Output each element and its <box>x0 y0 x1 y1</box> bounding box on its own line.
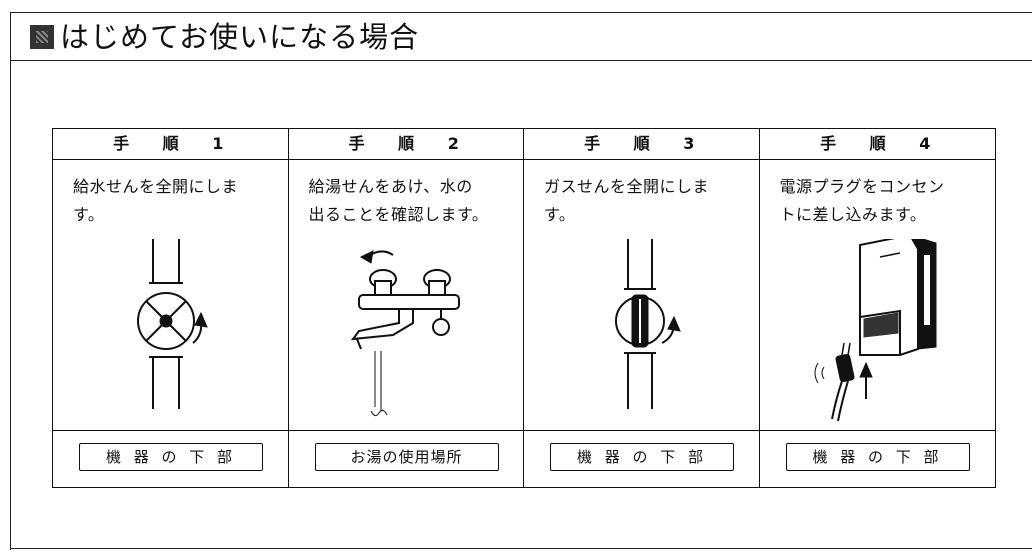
step-3-instruction: ガスせんを全開にしま す。 <box>544 173 744 229</box>
frame-left-line <box>10 12 11 550</box>
title-divider <box>10 60 1032 61</box>
step-1-header: 手 順 1 <box>53 129 288 160</box>
section-title-text: はじめてお使いになる場合 <box>60 20 420 54</box>
step-4-line-1: 電源プラグをコンセン <box>779 177 945 196</box>
step-4: 手 順 4 電源プラグをコンセン トに差し込みます。 <box>759 129 995 487</box>
water-valve-icon <box>137 239 208 409</box>
step-3: 手 順 3 ガスせんを全開にしま す。 <box>524 129 760 487</box>
gas-valve-icon <box>615 239 681 409</box>
step-1-footer: 機 器 の 下 部 <box>53 430 288 487</box>
step-4-location-label: 機 器 の 下 部 <box>785 443 970 471</box>
step-2-footer: お湯の使用場所 <box>288 430 523 487</box>
step-4-instruction: 電源プラグをコンセン トに差し込みます。 <box>780 173 980 229</box>
step-1-instruction: 給水せんを全開にしま す。 <box>73 173 273 229</box>
step-3-location-label: 機 器 の 下 部 <box>550 443 734 471</box>
step-3-line-2: す。 <box>544 205 576 224</box>
step-3-footer: 機 器 の 下 部 <box>524 430 759 487</box>
power-plug-outlet-icon <box>814 239 936 422</box>
step-1-line-1: 給水せんを全開にしま <box>73 177 239 196</box>
step-1-line-2: す。 <box>73 205 105 224</box>
step-4-line-2: トに差し込みます。 <box>779 205 927 224</box>
step-1-location-label: 機 器 の 下 部 <box>79 443 263 471</box>
step-2-line-1: 給湯せんをあけ、水の <box>308 177 473 196</box>
frame-bottom-line <box>10 548 1032 549</box>
step-2-instruction: 給湯せんをあけ、水の 出ることを確認します。 <box>309 173 509 229</box>
step-2-header: 手 順 2 <box>288 129 523 160</box>
step-1: 手 順 1 給水せんを全開にしま す。 <box>53 129 289 487</box>
step-4-footer: 機 器 の 下 部 <box>759 430 995 487</box>
step-2: 手 順 2 給湯せんをあけ、水の 出ることを確認します。 <box>288 129 524 487</box>
section-title: はじめてお使いになる場合 <box>30 18 419 56</box>
steps-table: 手 順 1 給水せんを全開にしま す。 <box>52 128 996 488</box>
step-2-line-2: 出ることを確認します。 <box>308 205 489 224</box>
step-3-header: 手 順 3 <box>524 129 759 160</box>
frame-top-line <box>10 12 1032 13</box>
hot-water-faucet-icon <box>350 250 460 417</box>
step-2-location-label: お湯の使用場所 <box>314 443 499 471</box>
step-4-header: 手 順 4 <box>759 129 995 160</box>
section-mark-icon <box>30 25 54 49</box>
step-3-line-1: ガスせんを全開にしま <box>544 177 710 196</box>
